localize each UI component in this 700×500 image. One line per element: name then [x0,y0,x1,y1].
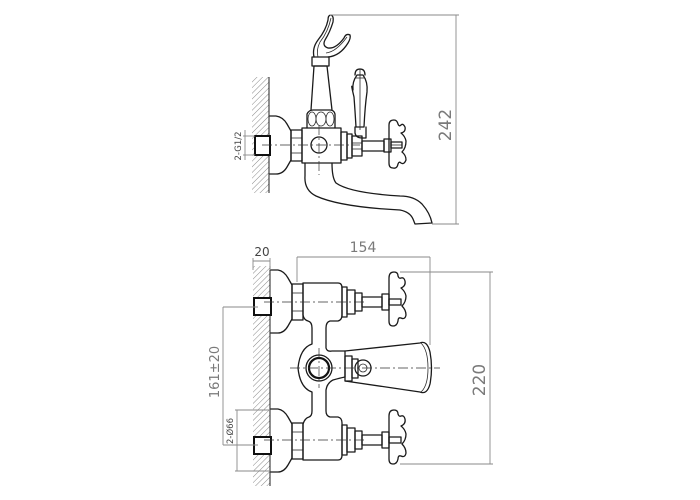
lever-handle-side [351,68,368,139]
dimension-66: 2-Ø66 [225,409,270,472]
valve-body-front [297,282,346,461]
hand-shower [310,14,351,111]
cross-handle-upper [388,271,407,327]
cross-handle-side [361,119,407,169]
dimension-label-20: 20 [254,245,269,259]
lower-valve-fittings [341,409,407,465]
dimension-20: 20 [252,245,271,270]
spout-side [304,162,433,225]
dimension-label-154: 154 [350,240,377,256]
dimension-label-66: 2-Ø66 [225,418,236,444]
upper-valve-fittings [341,271,407,327]
spout-rim [420,342,429,393]
front-view: 20 [208,240,493,486]
dimension-thread: 2-G1/2 [234,130,255,161]
side-view: 242 2-G1/2 [234,14,459,225]
spout-front [344,341,433,394]
dimension-label-161: 161±20 [208,346,223,398]
dimension-label-thread: 2-G1/2 [234,131,244,160]
hex-connector-side [290,129,303,162]
dimension-161: 161±20 [208,306,258,446]
dimension-154: 154 [296,240,431,345]
inlet-nipple-side [254,135,271,156]
cross-handle-lower [388,409,407,465]
outlet-nut-stack-side [340,131,363,161]
union-nut-top [306,109,336,129]
dimension-220: 220 [400,271,493,465]
dimension-242: 242 [330,14,459,225]
valve-body-side [301,127,342,164]
lower-inlet [253,408,304,473]
dimension-label-242: 242 [436,109,456,141]
dimension-label-220: 220 [470,364,490,396]
